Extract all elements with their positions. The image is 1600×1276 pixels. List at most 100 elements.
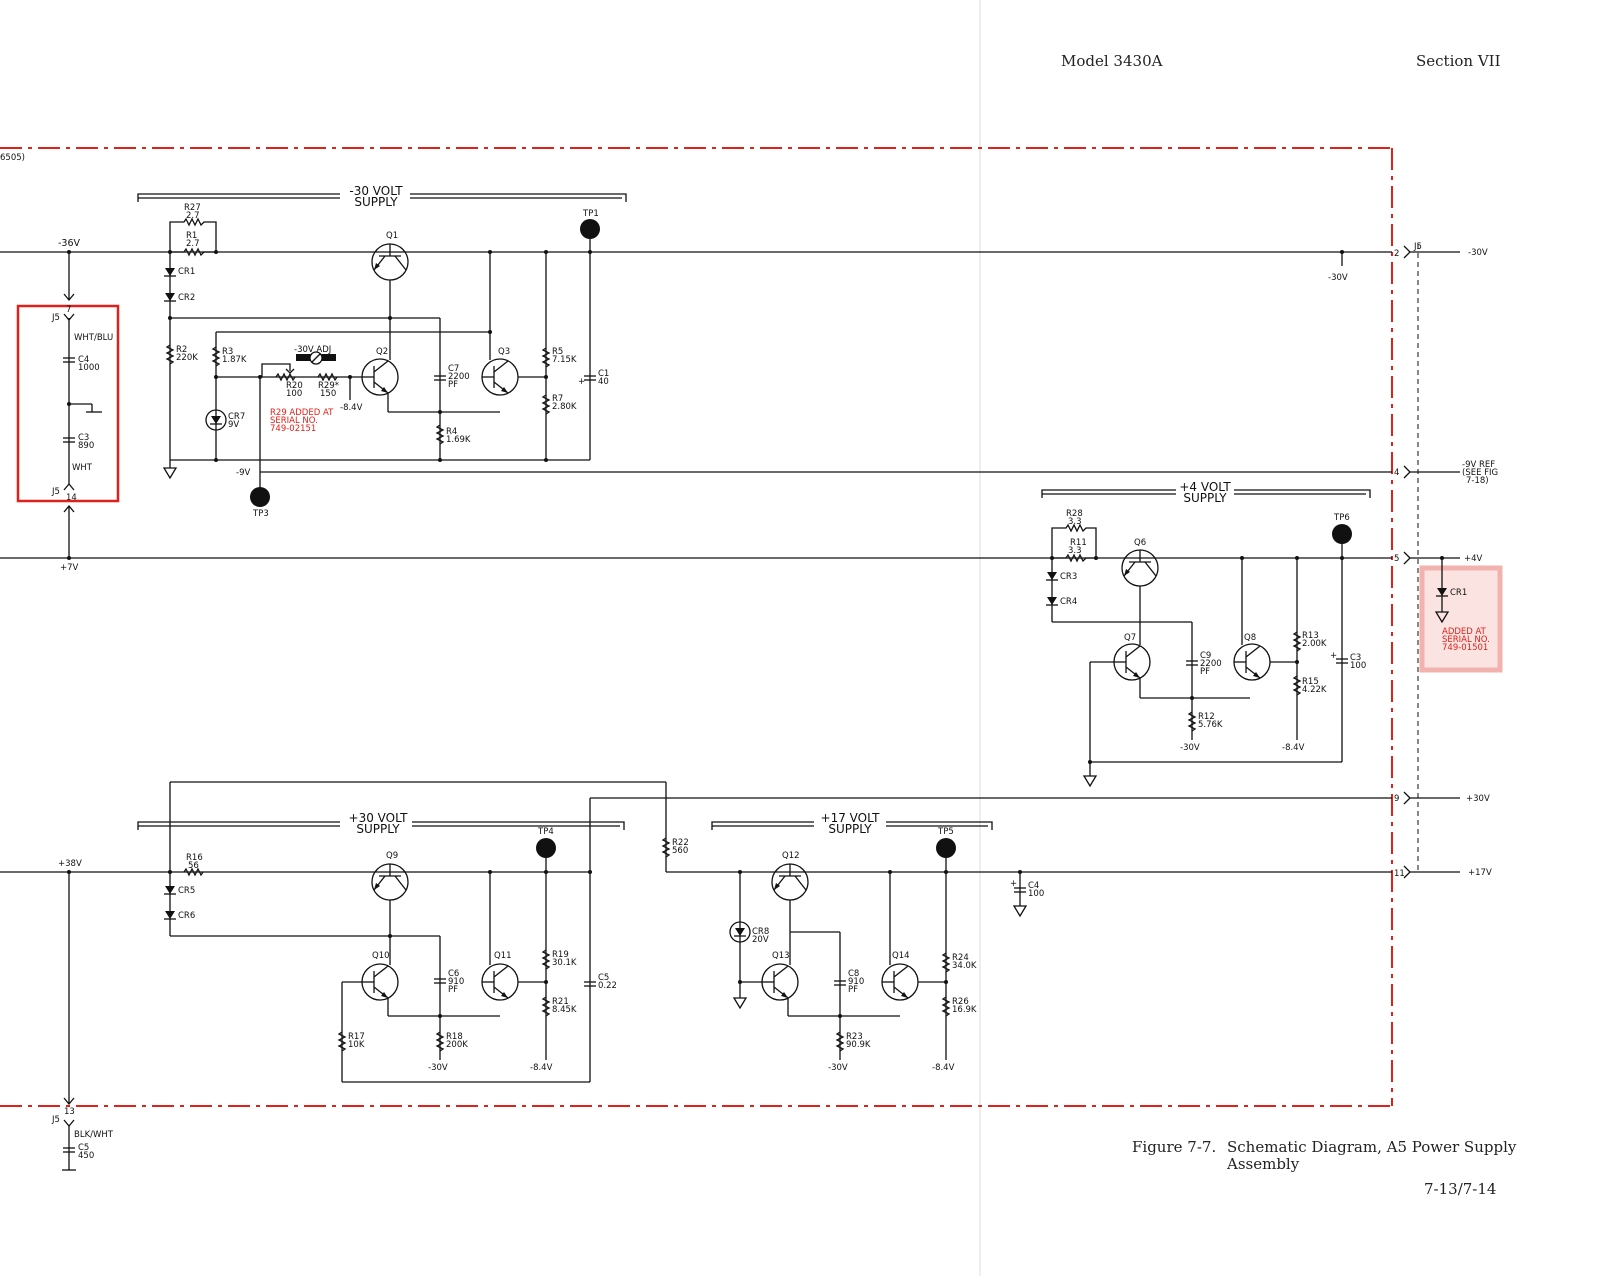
svg-text:2.7: 2.7 bbox=[186, 239, 200, 249]
svg-text:5.76K: 5.76K bbox=[1198, 720, 1223, 730]
rail-in-plus-7: +7V bbox=[60, 563, 79, 573]
svg-text:2200: 2200 bbox=[448, 372, 470, 382]
sheet-ref: 6505) bbox=[0, 153, 25, 163]
svg-text:PF: PF bbox=[448, 985, 458, 995]
svg-text:C5: C5 bbox=[598, 973, 609, 983]
caption-figure-number: Figure 7-7. bbox=[1132, 1138, 1217, 1156]
svg-text:PF: PF bbox=[1200, 667, 1210, 677]
svg-text:R7: R7 bbox=[552, 394, 563, 404]
svg-text:+: + bbox=[578, 377, 585, 387]
title-plus-30v-b: SUPPLY bbox=[356, 822, 400, 836]
title-minus-30v-a: -30 VOLT bbox=[349, 184, 403, 198]
svg-text:C7: C7 bbox=[448, 364, 459, 374]
svg-text:R1: R1 bbox=[186, 231, 197, 241]
svg-text:-30V: -30V bbox=[1468, 248, 1488, 258]
svg-text:1.87K: 1.87K bbox=[222, 355, 247, 365]
svg-text:-8.4V: -8.4V bbox=[932, 1063, 955, 1073]
svg-text:SERIAL NO.: SERIAL NO. bbox=[1442, 635, 1490, 645]
svg-text:56: 56 bbox=[188, 861, 199, 871]
svg-text:Q3: Q3 bbox=[498, 347, 510, 357]
svg-text:+4V: +4V bbox=[1464, 554, 1483, 564]
svg-text:R27: R27 bbox=[184, 203, 201, 213]
svg-text:C8: C8 bbox=[848, 969, 859, 979]
svg-text:220K: 220K bbox=[176, 353, 198, 363]
svg-text:10K: 10K bbox=[348, 1040, 365, 1050]
svg-text:8.45K: 8.45K bbox=[552, 1005, 577, 1015]
svg-text:R21: R21 bbox=[552, 997, 569, 1007]
svg-text:C9: C9 bbox=[1200, 651, 1211, 661]
svg-text:150: 150 bbox=[320, 389, 336, 399]
svg-text:Q1: Q1 bbox=[386, 231, 398, 241]
svg-text:34.0K: 34.0K bbox=[952, 961, 977, 971]
svg-text:R12: R12 bbox=[1198, 712, 1215, 722]
svg-text:PF: PF bbox=[448, 380, 458, 390]
svg-text:C4: C4 bbox=[1028, 881, 1039, 891]
svg-text:7-18): 7-18) bbox=[1466, 476, 1489, 486]
svg-text:WHT/BLU: WHT/BLU bbox=[74, 333, 113, 343]
caption-title-line1: Schematic Diagram, A5 Power Supply bbox=[1227, 1138, 1517, 1156]
svg-text:3.3: 3.3 bbox=[1068, 517, 1082, 527]
svg-text:TP1: TP1 bbox=[582, 209, 599, 219]
svg-text:-30V: -30V bbox=[1180, 743, 1200, 753]
svg-text:J5: J5 bbox=[51, 1115, 60, 1125]
svg-text:Q13: Q13 bbox=[772, 951, 790, 961]
svg-text:11: 11 bbox=[1394, 869, 1405, 879]
svg-text:13: 13 bbox=[64, 1107, 75, 1117]
svg-text:40: 40 bbox=[598, 377, 609, 387]
svg-text:BLK/WHT: BLK/WHT bbox=[74, 1130, 114, 1140]
svg-text:C5: C5 bbox=[78, 1143, 89, 1153]
svg-text:R5: R5 bbox=[552, 347, 563, 357]
svg-text:ADDED AT: ADDED AT bbox=[1442, 627, 1487, 637]
title-minus-30v-b: SUPPLY bbox=[354, 195, 398, 209]
svg-text:C3: C3 bbox=[1350, 653, 1361, 663]
svg-text:R29 ADDED AT: R29 ADDED AT bbox=[270, 408, 334, 418]
svg-text:CR5: CR5 bbox=[178, 886, 195, 896]
svg-text:R24: R24 bbox=[952, 953, 969, 963]
svg-text:J5: J5 bbox=[51, 313, 60, 323]
svg-text:5: 5 bbox=[1394, 554, 1399, 564]
svg-text:R28: R28 bbox=[1066, 509, 1083, 519]
svg-text:2.7: 2.7 bbox=[186, 211, 200, 221]
svg-text:+: + bbox=[1330, 651, 1337, 661]
svg-text:TP5: TP5 bbox=[937, 827, 954, 837]
svg-text:4.22K: 4.22K bbox=[1302, 685, 1327, 695]
svg-text:30.1K: 30.1K bbox=[552, 958, 577, 968]
header-model: Model 3430A bbox=[1061, 52, 1163, 70]
caption-page-number: 7-13/7-14 bbox=[1424, 1180, 1497, 1198]
svg-text:C6: C6 bbox=[448, 969, 459, 979]
svg-text:R29*: R29* bbox=[318, 381, 339, 391]
svg-text:WHT: WHT bbox=[72, 463, 93, 473]
note-r29: R29 ADDED AT SERIAL NO. 749-02151 bbox=[270, 408, 334, 434]
svg-text:CR8: CR8 bbox=[752, 927, 769, 937]
svg-text:-30V: -30V bbox=[828, 1063, 848, 1073]
svg-text:100: 100 bbox=[1028, 889, 1044, 899]
svg-text:C4: C4 bbox=[78, 355, 89, 365]
svg-text:J5: J5 bbox=[1413, 242, 1422, 252]
svg-text:J5: J5 bbox=[51, 487, 60, 497]
svg-text:PF: PF bbox=[848, 985, 858, 995]
svg-text:CR1: CR1 bbox=[178, 267, 195, 277]
svg-text:910: 910 bbox=[448, 977, 464, 987]
svg-text:2: 2 bbox=[1394, 249, 1399, 259]
svg-text:Q7: Q7 bbox=[1124, 633, 1136, 643]
svg-text:Q12: Q12 bbox=[782, 851, 800, 861]
svg-text:R17: R17 bbox=[348, 1032, 365, 1042]
svg-text:7: 7 bbox=[66, 305, 71, 315]
svg-text:R13: R13 bbox=[1302, 631, 1319, 641]
svg-text:+: + bbox=[1010, 879, 1017, 889]
svg-text:Q11: Q11 bbox=[494, 951, 512, 961]
svg-text:Q14: Q14 bbox=[892, 951, 910, 961]
svg-text:R11: R11 bbox=[1070, 538, 1087, 548]
svg-text:R23: R23 bbox=[846, 1032, 863, 1042]
svg-text:20V: 20V bbox=[752, 935, 769, 945]
svg-text:16.9K: 16.9K bbox=[952, 1005, 977, 1015]
svg-text:Q6: Q6 bbox=[1134, 538, 1146, 548]
svg-text:-30V: -30V bbox=[1328, 273, 1348, 283]
svg-text:R20: R20 bbox=[286, 381, 303, 391]
svg-text:CR4: CR4 bbox=[1060, 597, 1077, 607]
svg-text:4: 4 bbox=[1394, 468, 1399, 478]
svg-text:R4: R4 bbox=[446, 427, 457, 437]
